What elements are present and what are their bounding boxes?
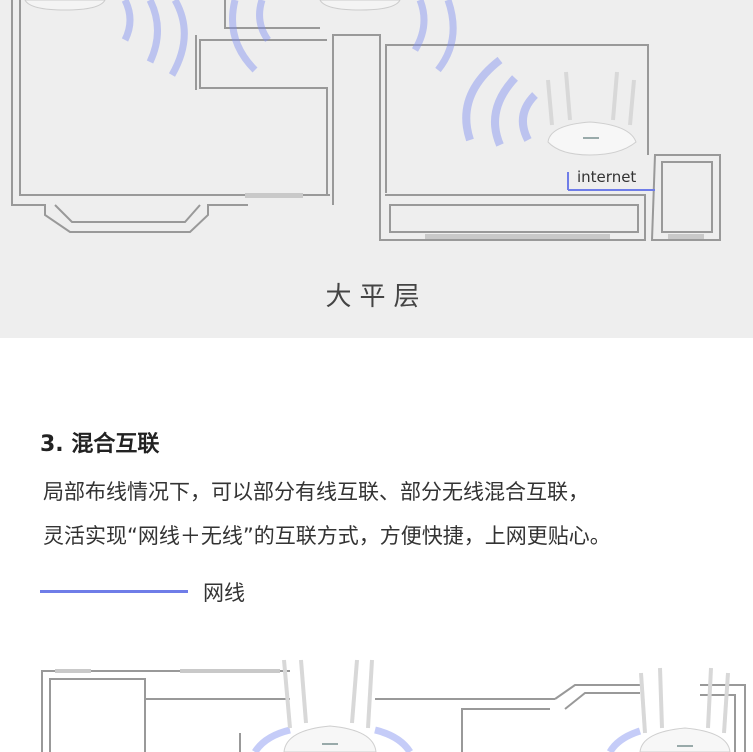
- window-strip: [55, 669, 91, 673]
- window-strip: [180, 669, 280, 673]
- wifi-signal-icon: [121, 0, 457, 77]
- floor-plan-bottom-illustration: [41, 659, 746, 752]
- window-strip: [245, 193, 303, 198]
- floor-plan-section: internet 大平层: [0, 0, 753, 338]
- floor-plan-walls: [41, 670, 746, 752]
- description-line-1: 局部布线情况下，可以部分有线互联、部分无线混合互联，: [43, 480, 589, 504]
- description-line-2: 灵活实现“网线＋无线”的互联方式，方便快捷，上网更贴心。: [43, 524, 611, 548]
- window-strip: [425, 234, 610, 239]
- floor-plan-walls: [11, 0, 721, 241]
- router-icon: [546, 71, 637, 156]
- wifi-signal-icon: [252, 726, 642, 752]
- floor-plan-illustration: [11, 0, 721, 241]
- window-strip: [668, 234, 704, 239]
- router-icon: [282, 659, 377, 752]
- cable-legend-line: [40, 590, 188, 593]
- section-title: 3. 混合互联: [40, 432, 160, 457]
- wifi-signal-icon: [462, 56, 538, 147]
- router-icon: [24, 0, 106, 11]
- router-icon: [319, 0, 401, 11]
- mixed-connection-section: 3. 混合互联 局部布线情况下，可以部分有线互联、部分无线混合互联， 灵活实现“…: [0, 338, 753, 752]
- router-icon: [639, 667, 731, 752]
- cable-legend-label: 网线: [203, 581, 245, 605]
- internet-label: internet: [577, 168, 637, 186]
- floor-plan-caption: 大平层: [325, 282, 428, 312]
